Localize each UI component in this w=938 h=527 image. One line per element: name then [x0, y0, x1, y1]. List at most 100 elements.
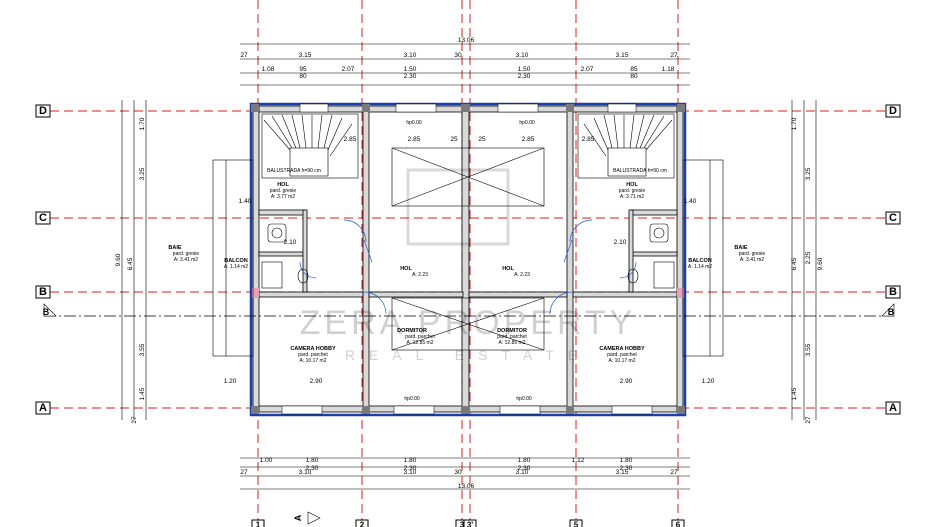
axis-label: 6	[676, 521, 681, 527]
left-overall-dim: 9.60	[115, 253, 122, 266]
room-name: CAMERA HOBBY	[290, 346, 336, 352]
room-area: A: 10.17 m2	[300, 358, 327, 364]
room-finish: pard. gresie	[270, 188, 297, 194]
room-name: HOL	[626, 182, 638, 188]
right-dimensions: 1.70 3.25 6.45 9.60 2.25 3.55 1.45 27	[791, 100, 824, 424]
axis-bubble-left	[35, 401, 51, 415]
axis-label: A	[889, 402, 897, 414]
room-area: A: 3.41 m2	[740, 257, 764, 263]
bottom-dim: 1.12	[572, 457, 585, 464]
room-name: BALCON	[224, 258, 248, 264]
bath-fixtures	[261, 223, 675, 289]
hp-level: hp0.00	[406, 120, 422, 126]
bottom-dim: 1.80	[306, 457, 319, 464]
room-name: HOL	[502, 266, 514, 272]
axis-bubble-left	[35, 211, 51, 225]
room-area: A: 12.85 m2	[407, 340, 434, 346]
bottom-dim: 3.10	[516, 469, 529, 476]
top-dim: 1.18	[662, 66, 675, 73]
room-area: A: 1.14 m2	[688, 264, 712, 270]
inner-dim: 2.90	[310, 378, 323, 385]
bottom-dim: 2.30	[620, 465, 633, 472]
inner-dim: 2.10	[284, 239, 297, 246]
axis-label: D	[39, 105, 47, 117]
axis-bubble-bottom	[355, 519, 369, 527]
room-finish: pard. parchet	[298, 352, 328, 358]
top-dim: 2.07	[342, 66, 355, 73]
axis-label: B	[889, 286, 897, 298]
inner-dim: 2.85	[344, 136, 357, 143]
hp-level: hp0.00	[404, 396, 420, 402]
room-area: A: 3.77 m2	[271, 194, 295, 200]
doors	[299, 219, 637, 315]
room-name: BALCON	[688, 258, 712, 264]
room-name: BAIE	[168, 245, 181, 251]
inner-dim: 2.85	[522, 136, 535, 143]
top-dim: 2.30	[404, 73, 417, 80]
axis-label: B	[39, 286, 47, 298]
inner-dim: 2.85	[582, 136, 595, 143]
top-dim: 80	[299, 73, 307, 80]
top-dim: 27	[670, 52, 678, 59]
top-dim: 3.10	[404, 52, 417, 59]
top-overall-dim: 13.06	[458, 37, 475, 44]
room-area: A: 12.85 m2	[499, 340, 526, 346]
bottom-dim: 2.30	[404, 465, 417, 472]
room-labels: HOL pard. gresie A: 3.77 m2 HOL pard. gr…	[168, 182, 765, 364]
hp-level: hp0.00	[519, 120, 535, 126]
bottom-dim: 2.30	[306, 465, 319, 472]
axis-label: 3	[460, 521, 465, 527]
section-line-b: B B	[43, 303, 895, 317]
staircase-right	[577, 113, 675, 179]
inner-dim: 2.90	[620, 378, 633, 385]
room-finish: pard. gresie	[173, 251, 200, 257]
room-name: DORMITOR	[397, 328, 427, 334]
right-overall-dim: 9.60	[817, 257, 824, 270]
stair-void-center	[391, 147, 545, 351]
inner-dim: 2.10	[614, 239, 627, 246]
bottom-dim: 2.30	[518, 465, 531, 472]
right-dim: 2.25	[805, 251, 812, 264]
inner-dim: 1.20	[702, 378, 715, 385]
room-finish: pard. gresie	[619, 188, 646, 194]
balustrade-note: BALUSTRADA h=90 cm	[267, 168, 321, 174]
room-name: HOL	[400, 266, 412, 272]
staircase-left	[261, 113, 359, 179]
building-walls	[212, 102, 724, 417]
top-dim: 2.30	[518, 73, 531, 80]
left-dim: 3.55	[139, 343, 146, 356]
axis-bubble-bottom	[671, 519, 685, 527]
room-finish: pard. parchet	[405, 334, 435, 340]
top-dim: 85	[630, 66, 638, 73]
room-name: HOL	[277, 182, 289, 188]
room-name: DORMITOR	[497, 328, 527, 334]
bottom-dimensions: 1.00 1.80 1.80 1.12 1.80 1.80 2.30 2.30 …	[240, 457, 690, 490]
room-area: A: 2.23	[412, 272, 428, 278]
top-dim: 2.07	[581, 66, 594, 73]
room-finish: pard. parchet	[497, 334, 527, 340]
axis-bubble-left	[35, 104, 51, 118]
inner-dim: 25	[450, 136, 458, 143]
axis-label: C	[889, 212, 897, 224]
room-finish: pard. parchet	[607, 352, 637, 358]
bottom-dim: 27	[240, 469, 248, 476]
top-dim: 95	[299, 66, 307, 73]
inner-dim: 1.40	[684, 198, 697, 205]
top-dim: 1.50	[518, 66, 531, 73]
axis-label: 3'	[467, 521, 473, 527]
right-dim: 3.55	[805, 343, 812, 356]
bottom-dim: 1.80	[404, 457, 417, 464]
room-name: BAIE	[734, 245, 747, 251]
top-dim: 80	[630, 73, 638, 80]
inner-dim: 2.85	[408, 136, 421, 143]
room-area: A: 10.17 m2	[609, 358, 636, 364]
left-dim: 27	[131, 416, 138, 424]
left-dim: 1.70	[139, 117, 146, 130]
hp-level: hp0.00	[516, 396, 532, 402]
room-name: CAMERA HOBBY	[599, 346, 645, 352]
top-dim: 27	[240, 52, 248, 59]
axis-label: 2	[360, 521, 365, 527]
inner-dim: 1.20	[224, 378, 237, 385]
